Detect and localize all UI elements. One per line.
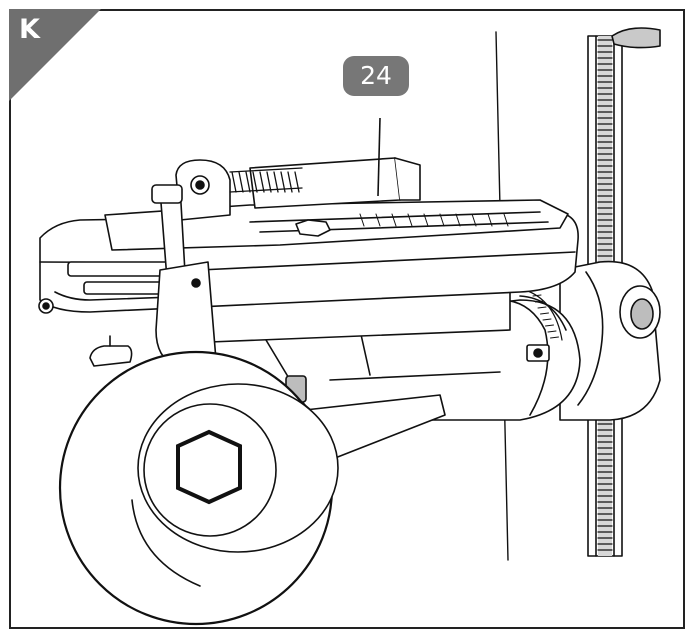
panel-label-tab	[9, 9, 101, 101]
angle-scale-ticks	[533, 295, 559, 338]
vise-lead-screw	[230, 168, 302, 192]
figure-frame	[9, 9, 685, 629]
vise-bolt	[296, 220, 330, 236]
angle-scale	[525, 290, 562, 340]
hex-socket-icon	[178, 432, 240, 502]
callout-leader-line	[378, 118, 380, 196]
wing-nut	[90, 346, 132, 366]
part-callout: 24	[343, 56, 409, 96]
vise-slots	[360, 214, 508, 226]
panel-label: K	[19, 14, 40, 45]
column-top-knob	[612, 28, 660, 48]
